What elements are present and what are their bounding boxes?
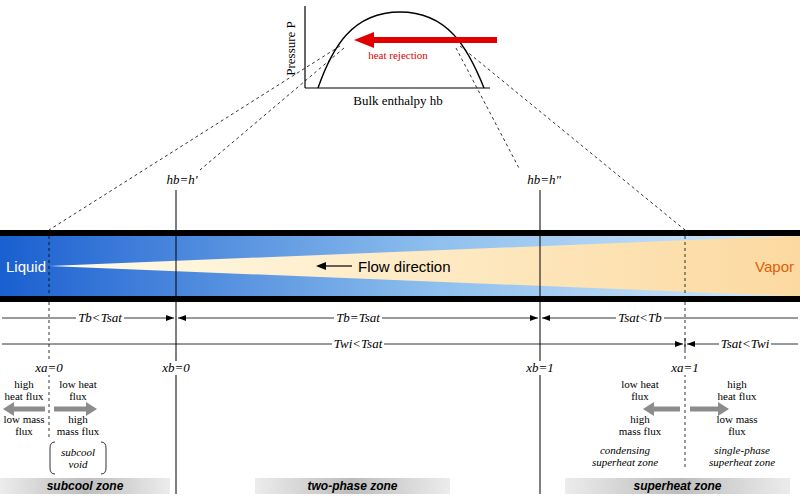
temperature-relation: Twi<Tsat (332, 337, 385, 352)
trend-label: high mass flux (56, 413, 100, 437)
zoom-lines (49, 46, 685, 230)
zone-note: single-phase superheat zone (708, 444, 776, 468)
axis-label: Pressure P (284, 21, 299, 76)
temperature-relation: Tb=Tsat (334, 311, 382, 326)
trend-label: high heat flux (4, 378, 44, 402)
axis-label: Bulk enthalpy hb (353, 94, 443, 109)
temperature-relation: Tsat<Twi (719, 337, 772, 352)
zone-note: condensing superheat zone (591, 444, 659, 468)
tube (0, 230, 800, 302)
quality-marker: xb=0 (160, 361, 192, 376)
quality-marker: xa=1 (669, 361, 701, 376)
zone-bar: two-phase zone (255, 478, 450, 494)
trend-label: low heat flux (620, 378, 660, 402)
zone-label: subcool zone (47, 479, 124, 493)
flow-direction-label: Flow direction (358, 258, 451, 275)
trend-label: high mass flux (618, 413, 662, 437)
temperature-relation: Tb<Tsat (76, 311, 124, 326)
trend-label: low mass flux (2, 413, 46, 437)
brackets (50, 442, 106, 474)
tube-band: Liquid Flow direction Vapor (0, 236, 800, 296)
zone-bar: subcool zone (0, 478, 170, 494)
phase-label: Liquid (6, 258, 46, 275)
boundary-lines (49, 190, 685, 494)
temperature-relation: Tsat<Tb (616, 311, 664, 326)
enthalpy-marker: hb=h' (166, 173, 197, 188)
zone-label: two-phase zone (307, 479, 397, 493)
enthalpy-marker: hb=h" (527, 173, 561, 188)
ph-chart (305, 6, 497, 88)
trend-arrows (3, 402, 729, 416)
process-label: heat rejection (368, 49, 428, 62)
trend-label: high heat flux (717, 378, 757, 402)
zone-bar: superheat zone (565, 478, 790, 494)
trend-label: low mass flux (715, 413, 759, 437)
quality-marker: xa=0 (33, 361, 65, 376)
quality-marker: xb=1 (524, 361, 556, 376)
trend-label: low heat flux (58, 378, 98, 402)
phase-label: Vapor (755, 258, 794, 275)
zone-note: subcool void (60, 446, 96, 470)
zone-label: superheat zone (633, 479, 721, 493)
